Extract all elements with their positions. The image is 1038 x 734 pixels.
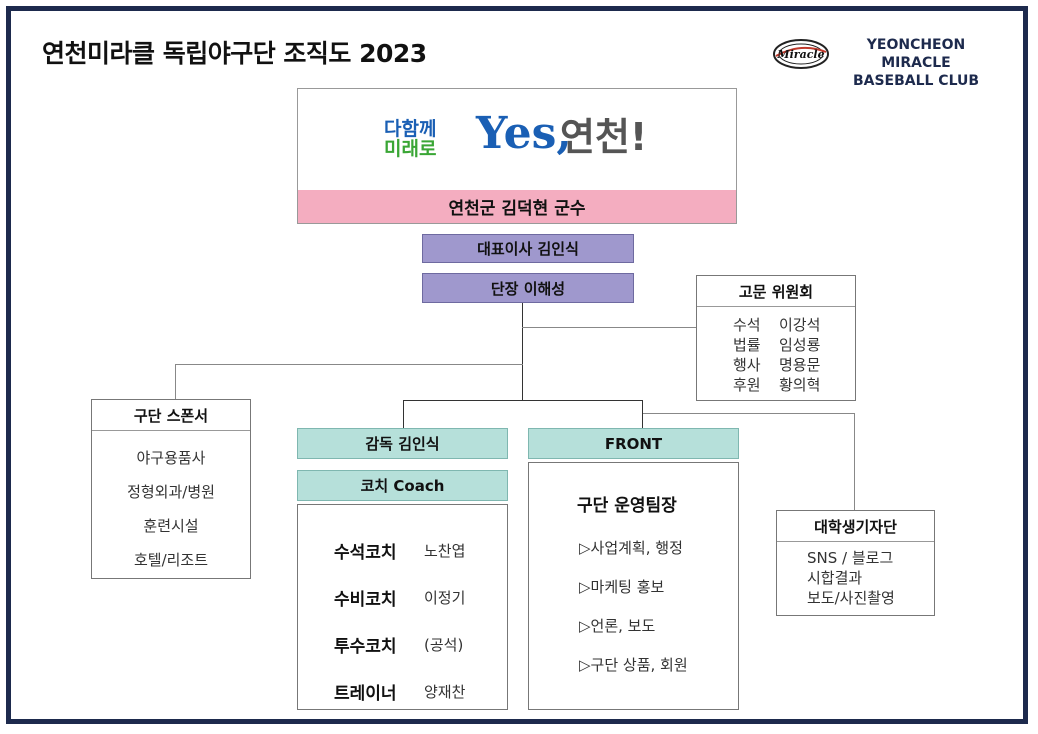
club-name-line1: YEONCHEON MIRACLE <box>866 37 966 71</box>
front-lead: 구단 운영팀장 <box>577 496 677 516</box>
advisory-name: 명용문 <box>779 356 821 374</box>
miracle-logo-icon: Miracle <box>773 39 829 69</box>
front-item: ▷마케팅 홍보 <box>579 578 665 596</box>
director-box: 단장 이해성 <box>422 273 634 303</box>
slogan-yes: Yes, <box>476 109 572 159</box>
coach-header: 코치 Coach <box>297 470 508 501</box>
advisory-member: 행사 명용문 <box>733 355 855 375</box>
slogan-comma: , <box>556 108 572 159</box>
connector-director-down <box>522 303 523 400</box>
connector-press-v <box>854 413 855 510</box>
advisory-member: 수석 이강석 <box>733 315 855 335</box>
front-header: FRONT <box>528 428 739 459</box>
coach-name: (공석) <box>424 636 464 654</box>
coach-box: 수석코치 노찬엽 수비코치 이정기 투수코치 (공석) 트레이너 양재찬 <box>297 504 508 710</box>
coach-name: 양재찬 <box>424 683 466 701</box>
front-box: 구단 운영팀장 ▷사업계획, 행정 ▷마케팅 홍보 ▷언론, 보도 ▷구단 상품… <box>528 462 739 710</box>
advisory-name: 이강석 <box>779 316 821 334</box>
sponsor-title: 구단 스폰서 <box>92 400 250 431</box>
sponsor-items: 야구용품사 정형외과/병원 훈련시설 호텔/리조트 <box>92 431 250 577</box>
press-item: 보도/사진촬영 <box>807 589 895 607</box>
connector-sponsor-h <box>175 364 523 365</box>
advisory-name: 황의혁 <box>779 376 821 394</box>
advisory-member: 후원 황의혁 <box>733 375 855 395</box>
sponsor-box: 구단 스폰서 야구용품사 정형외과/병원 훈련시설 호텔/리조트 <box>91 399 251 579</box>
slogan-box: 다함께 미래로 Yes, 연천! 연천군 김덕현 군수 <box>297 88 737 224</box>
press-box: 대학생기자단 SNS / 블로그 시합결과 보도/사진촬영 <box>776 510 935 616</box>
coach-role: 트레이너 <box>334 684 397 704</box>
advisory-member: 법률 임성룡 <box>733 335 855 355</box>
connector-manager-v <box>403 400 404 428</box>
coach-role: 투수코치 <box>334 637 397 657</box>
page-title: 연천미라클 독립야구단 조직도 2023 <box>42 39 427 68</box>
advisory-name: 임성룡 <box>779 336 821 354</box>
ceo-box: 대표이사 김인식 <box>422 234 634 263</box>
connector-advisory <box>522 327 696 328</box>
front-item: ▷사업계획, 행정 <box>579 539 683 557</box>
advisory-box: 고문 위원회 수석 이강석 법률 임성룡 행사 명용문 후원 황의혁 <box>696 275 856 401</box>
sponsor-item: 훈련시설 <box>143 517 199 535</box>
front-item: ▷구단 상품, 회원 <box>579 656 688 674</box>
coach-name: 노찬엽 <box>424 542 466 560</box>
press-title: 대학생기자단 <box>777 511 934 542</box>
coach-list: 수석코치 노찬엽 수비코치 이정기 투수코치 (공석) 트레이너 양재찬 <box>298 505 507 715</box>
slogan-small-line1: 다함께 <box>384 118 437 140</box>
advisory-members: 수석 이강석 법률 임성룡 행사 명용문 후원 황의혁 <box>697 307 855 395</box>
sponsor-item: 정형외과/병원 <box>127 483 215 501</box>
coach-name: 이정기 <box>424 589 466 607</box>
advisory-role: 행사 <box>733 356 761 374</box>
coach-role: 수석코치 <box>334 543 397 563</box>
coach-row: 수석코치 노찬엽 <box>334 527 507 574</box>
club-logo: Miracle <box>770 36 832 72</box>
sponsor-item: 호텔/리조트 <box>133 551 209 569</box>
connector-sponsor-v <box>175 364 176 400</box>
press-item: SNS / 블로그 <box>807 549 894 567</box>
advisory-role: 후원 <box>733 376 761 394</box>
coach-row: 수비코치 이정기 <box>334 574 507 621</box>
logo-text: Miracle <box>776 48 824 61</box>
connector-press-h <box>643 413 855 414</box>
press-items: SNS / 블로그 시합결과 보도/사진촬영 <box>777 542 934 608</box>
coach-row: 투수코치 (공석) <box>334 621 507 668</box>
press-item: 시합결과 <box>807 569 863 587</box>
club-name-line2: BASEBALL CLUB <box>852 73 980 89</box>
advisory-title: 고문 위원회 <box>697 276 855 307</box>
advisory-role: 수석 <box>733 316 761 334</box>
slogan-small-line2: 미래로 <box>384 138 437 160</box>
connector-front-v <box>642 400 643 428</box>
sponsor-item: 야구용품사 <box>136 449 206 467</box>
front-items: ▷사업계획, 행정 ▷마케팅 홍보 ▷언론, 보도 ▷구단 상품, 회원 <box>579 529 688 685</box>
club-name: YEONCHEON MIRACLE BASEBALL CLUB <box>836 36 996 90</box>
slogan-yes-text: Yes <box>476 108 557 159</box>
front-item: ▷언론, 보도 <box>579 617 656 635</box>
governor-bar: 연천군 김덕현 군수 <box>298 190 736 223</box>
connector-mid-h <box>403 400 643 401</box>
manager-box: 감독 김인식 <box>297 428 508 459</box>
coach-role: 수비코치 <box>334 590 397 610</box>
slogan-place: 연천! <box>560 115 648 159</box>
coach-row: 트레이너 양재찬 <box>334 668 507 715</box>
advisory-role: 법률 <box>733 336 761 354</box>
slogan-small-text: 다함께 미래로 <box>384 119 436 159</box>
